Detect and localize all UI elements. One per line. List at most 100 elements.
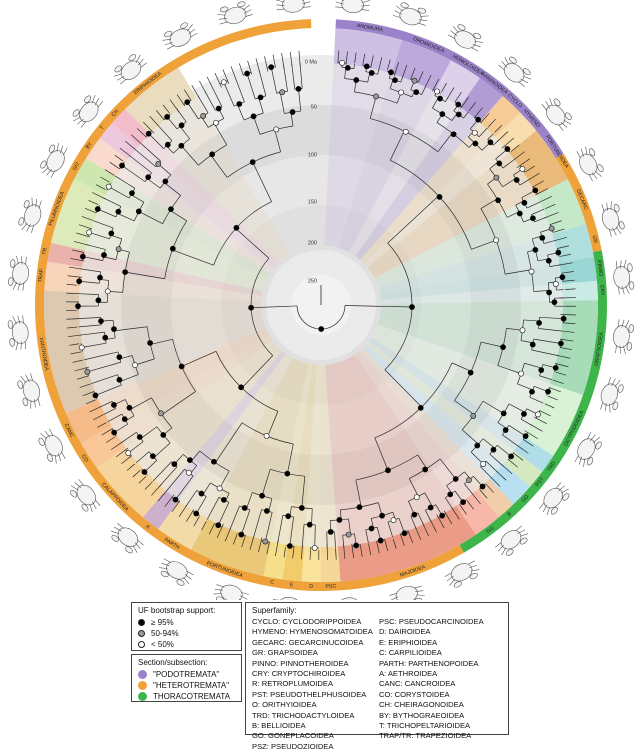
support-node (116, 209, 121, 214)
support-node (468, 370, 473, 375)
support-node (345, 65, 350, 70)
support-node (473, 141, 478, 146)
support-node (423, 467, 428, 472)
legend-section: Section/subsection: "PODOTREMATA" "HETER… (131, 654, 242, 702)
crab-claw (124, 545, 133, 554)
support-node (244, 71, 249, 76)
superfamily-entry: CRY: CRYPTOCHIROIDEA (252, 669, 379, 679)
support-node (539, 368, 544, 373)
support-node (96, 298, 101, 303)
crab-leg (61, 452, 65, 459)
crab-claw (629, 281, 635, 289)
crab-illustration-icon (275, 0, 311, 14)
crab-leg (49, 429, 53, 436)
crab-claw (596, 164, 604, 173)
support-node (116, 247, 121, 252)
section-arc (321, 19, 336, 28)
superfamily-entry: GR: GRAPSOIDEA (252, 648, 379, 658)
crab-claw (618, 221, 625, 230)
crab-leg (575, 455, 579, 462)
crab-claw (8, 277, 14, 285)
support-node (508, 454, 513, 459)
superfamily-entry: BY: BYTHOGRAEOIDEA (379, 711, 502, 721)
crab-claw (453, 580, 462, 588)
support-node (258, 95, 263, 100)
crab-leg (589, 174, 593, 181)
crab-claw (38, 437, 46, 446)
crab-leg (63, 148, 67, 155)
support-node (517, 211, 522, 216)
crab-illustration-icon (212, 581, 250, 600)
support-node (378, 538, 383, 543)
support-node (129, 191, 134, 196)
crab-illustration-icon (36, 427, 69, 466)
support-node (97, 275, 102, 280)
crab-leg (556, 482, 561, 488)
support-node (163, 179, 168, 184)
superfamily-entry: PINNO: PINNOTHEROIDEA (252, 659, 379, 669)
crab-claw (72, 108, 81, 117)
support-node (523, 433, 528, 438)
crab-leg (471, 47, 478, 51)
support-node (263, 539, 268, 544)
support-node (475, 443, 480, 448)
crab-illustration-icon (571, 430, 604, 469)
support-node (364, 64, 369, 69)
crab-illustration-icon (612, 259, 634, 295)
support-node (385, 468, 390, 473)
support-node (379, 513, 384, 518)
support-node (307, 522, 312, 527)
crab-leg (498, 65, 504, 70)
support-node (437, 194, 442, 199)
support-node (497, 161, 502, 166)
crab-claw (9, 338, 15, 346)
superfamily-entry: A: AETHROIDEA (379, 669, 502, 679)
support-node (137, 434, 142, 439)
superfamily-entry: GECARC: GECARCINUCOIDEA (252, 638, 379, 648)
crab-illustration-icon (216, 0, 254, 28)
support-node (481, 461, 486, 466)
superfamily-entry: PSC: PSEUDOCARCINOIDEA (379, 617, 502, 627)
crab-leg (626, 286, 630, 294)
crab-illustration-icon (388, 582, 426, 600)
crab-body (576, 151, 600, 178)
support-node (201, 113, 206, 118)
support-node (187, 457, 192, 462)
support-node (259, 493, 264, 498)
support-node (480, 484, 485, 489)
time-tick-label: 0 Ma (305, 59, 318, 65)
support-node (146, 131, 151, 136)
crab-leg (539, 502, 544, 508)
support-node (280, 90, 285, 95)
support-node (552, 300, 557, 305)
support-node (194, 511, 199, 516)
support-node (533, 188, 538, 193)
support-node (529, 269, 534, 274)
crab-leg (495, 542, 501, 547)
legend-superfamily-col2: PSC: PSEUDOCARCINOIDEA D: DAIROIDEA E: E… (379, 617, 502, 752)
time-tick-label: 100 (308, 152, 317, 158)
support-node (287, 543, 292, 548)
support-node (403, 129, 408, 134)
support-node (339, 60, 344, 65)
support-node (221, 80, 226, 85)
superfamily-band (321, 546, 340, 582)
support-node (453, 476, 458, 481)
support-node (109, 231, 114, 236)
support-node (101, 252, 106, 257)
support-node (158, 411, 163, 416)
crab-leg (448, 35, 455, 39)
support-node (80, 254, 85, 259)
support-node (112, 430, 117, 435)
support-node (156, 161, 161, 166)
crab-leg (418, 23, 426, 25)
support-node (456, 102, 461, 107)
crab-illustration-icon (598, 200, 626, 238)
support-node (530, 342, 535, 347)
crab-body (167, 26, 194, 50)
crab-illustration-icon (16, 372, 44, 410)
legend-section-title: Section/subsection: (138, 658, 235, 667)
filled-circle-icon (138, 619, 145, 626)
crab-illustration-icon (331, 596, 367, 600)
